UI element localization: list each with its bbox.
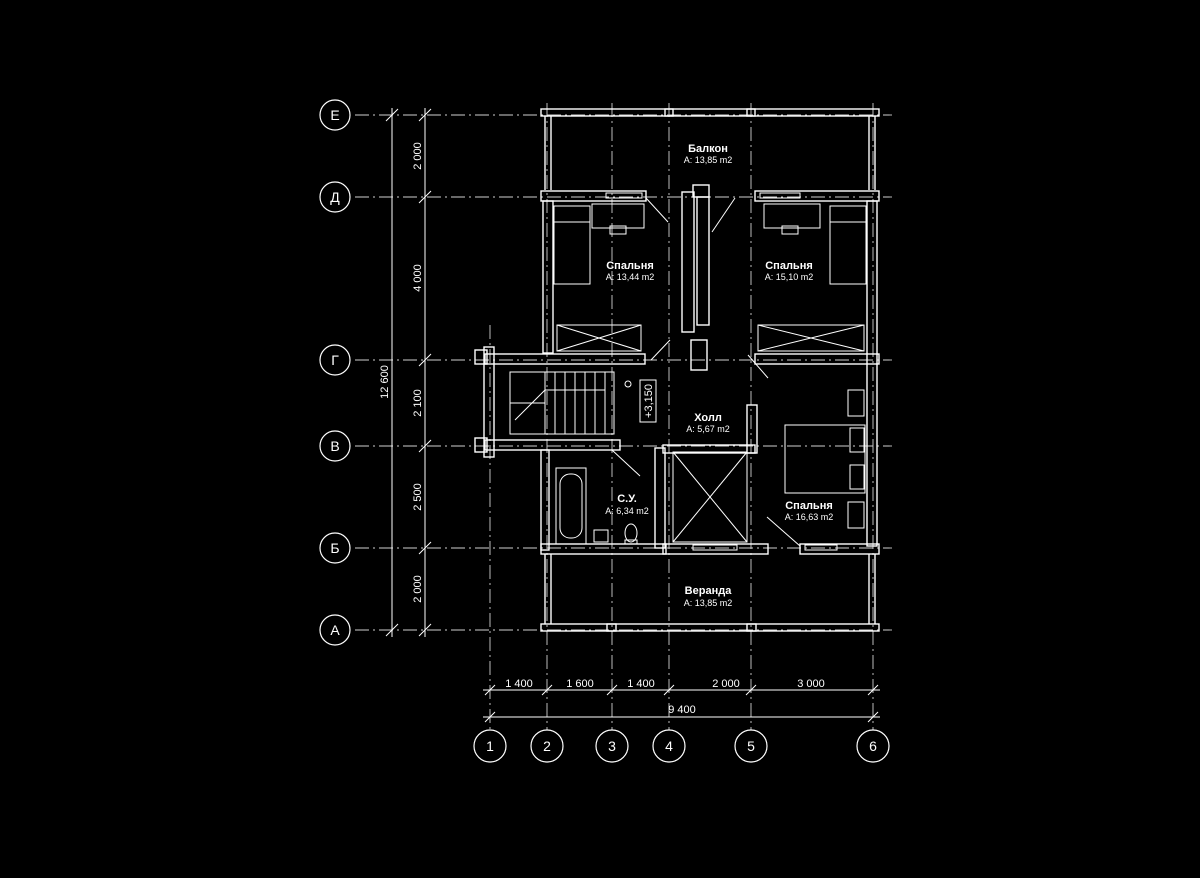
- room-area: A: 15,10 m2: [765, 272, 814, 282]
- level-mark-text: +3,150: [643, 384, 655, 418]
- room-name: Веранда: [685, 585, 733, 597]
- room-hall: Холл A: 5,67 m2: [686, 412, 730, 434]
- dim-vertical-text: 2 100: [412, 389, 424, 417]
- column-axis-bubble: 1: [473, 729, 507, 763]
- row-axis-bubble: В: [319, 430, 351, 462]
- row-axis-bubbles: Е Д Г В Б А: [319, 99, 351, 646]
- row-axis-bubble: А: [319, 614, 351, 646]
- room-area: A: 6,34 m2: [605, 506, 649, 516]
- room-name: Спальня: [785, 500, 833, 512]
- column-axis-bubbles: 1 2 3 4 5 6: [473, 729, 890, 763]
- column-axis-label: 4: [665, 738, 673, 754]
- row-axis-label: Д: [330, 189, 340, 205]
- column-axis-bubble: 6: [856, 729, 890, 763]
- horizontal-dimensions: 1 400 1 600 1 400 2 000 3 000 9 400: [483, 678, 880, 723]
- dim-vertical-text: 4 000: [412, 264, 424, 292]
- dim-vertical-total: 12 600: [379, 365, 391, 399]
- dim-horizontal-text: 1 400: [627, 678, 655, 690]
- room-bedroom-3: Спальня A: 16,63 m2: [785, 500, 834, 522]
- room-name: Балкон: [688, 143, 728, 155]
- row-axis-bubble: Е: [319, 99, 351, 131]
- row-axis-label: Г: [331, 352, 339, 368]
- column-axis-label: 6: [869, 738, 877, 754]
- room-labels: Балкон A: 13,85 m2 Спальня A: 13,44 m2 С…: [605, 143, 833, 608]
- room-area: A: 16,63 m2: [785, 512, 834, 522]
- room-name: Спальня: [765, 260, 813, 272]
- dim-horizontal-text: 3 000: [797, 678, 825, 690]
- dim-vertical-text: 2 000: [412, 142, 424, 170]
- dim-vertical-text: 2 500: [412, 483, 424, 511]
- room-area: A: 13,85 m2: [684, 598, 733, 608]
- furniture: [509, 192, 867, 551]
- dim-horizontal-text: 1 600: [566, 678, 594, 690]
- dim-horizontal-text: 1 400: [505, 678, 533, 690]
- row-axis-lines: [355, 114, 892, 631]
- room-bedroom-1: Спальня A: 13,44 m2: [606, 260, 655, 282]
- dim-vertical-text: 2 000: [412, 575, 424, 603]
- room-bedroom-2: Спальня A: 15,10 m2: [765, 260, 814, 282]
- room-balcony: Балкон A: 13,85 m2: [684, 143, 733, 165]
- column-axis-label: 2: [543, 738, 551, 754]
- row-axis-bubble: Б: [319, 532, 351, 564]
- column-axis-bubble: 5: [734, 729, 768, 763]
- room-name: Спальня: [606, 260, 654, 272]
- row-axis-label: А: [330, 622, 340, 638]
- dim-horizontal-text: 2 000: [712, 678, 740, 690]
- dim-horizontal-total: 9 400: [668, 704, 696, 716]
- room-area: A: 5,67 m2: [686, 424, 730, 434]
- column-axis-bubble: 2: [530, 729, 564, 763]
- room-bathroom: С.У. A: 6,34 m2: [605, 493, 649, 516]
- row-axis-label: В: [330, 438, 339, 454]
- room-area: A: 13,85 m2: [684, 155, 733, 165]
- room-name: Холл: [694, 412, 722, 424]
- column-axis-label: 5: [747, 738, 755, 754]
- row-axis-label: Е: [330, 107, 339, 123]
- walls: [474, 108, 880, 632]
- row-axis-label: Б: [330, 540, 339, 556]
- vertical-dimensions: 2 000 4 000 2 100 2 500 2 000 12 600: [379, 108, 432, 637]
- column-axis-lines: [489, 103, 874, 730]
- level-mark: +3,150: [639, 379, 657, 423]
- room-veranda: Веранда A: 13,85 m2: [684, 585, 733, 608]
- column-axis-label: 1: [486, 738, 494, 754]
- room-area: A: 13,44 m2: [606, 272, 655, 282]
- column-axis-bubble: 3: [595, 729, 629, 763]
- row-axis-bubble: Д: [319, 181, 351, 213]
- row-axis-bubble: Г: [319, 344, 351, 376]
- column-axis-bubble: 4: [652, 729, 686, 763]
- room-name: С.У.: [617, 493, 637, 505]
- column-axis-label: 3: [608, 738, 616, 754]
- door-swings: [611, 197, 801, 547]
